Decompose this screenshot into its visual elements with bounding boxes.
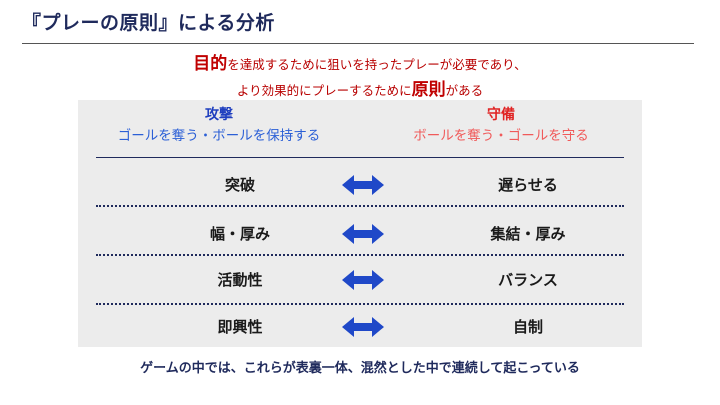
attack-subheading: ゴールを奪う・ボールを保持する <box>117 128 321 144</box>
attack-principle: 幅・厚み <box>209 225 270 243</box>
double-headed-arrow-icon <box>342 224 384 244</box>
attack-principle: 突破 <box>224 176 255 194</box>
table-row: 活動性 バランス <box>78 256 642 304</box>
double-headed-arrow-icon <box>342 317 384 337</box>
table-row: 即興性 自制 <box>78 303 642 351</box>
row-divider <box>96 205 624 207</box>
row-divider <box>96 254 624 256</box>
defense-principle: バランス <box>498 271 558 289</box>
attack-principle: 活動性 <box>217 271 263 289</box>
intro-emphasis-purpose: 目的 <box>193 54 228 74</box>
intro-line-1: 目的を達成するために狙いを持ったプレーが必要であり、 <box>0 49 720 74</box>
page-title: 『プレーの原則』による分析 <box>22 12 275 34</box>
defense-principle: 集結・厚み <box>490 225 566 243</box>
row-divider <box>96 303 624 305</box>
attack-principle: 即興性 <box>217 318 263 336</box>
table-row: 幅・厚み 集結・厚み <box>78 210 642 258</box>
intro-line-1-text: を達成するために狙いを持ったプレーが必要であり、 <box>227 57 527 72</box>
intro-emphasis-principles: 原則 <box>411 80 446 100</box>
footer-note: ゲームの中では、これらが表裏一体、混然とした中で連続して起こっている <box>140 361 580 376</box>
table-row: 突破 遅らせる <box>78 161 642 209</box>
defense-column-header: 守備 ボールを奪う・ゴールを守る <box>360 106 642 145</box>
double-headed-arrow-icon <box>342 175 384 195</box>
intro-line-2-prefix: より効果的にプレーするために <box>236 83 412 98</box>
defense-subheading: ボールを奪う・ゴールを守る <box>413 128 589 144</box>
intro-line-2-suffix: がある <box>445 83 484 98</box>
title-divider <box>22 43 694 44</box>
defense-principle: 自制 <box>512 318 543 336</box>
header-divider <box>96 157 624 158</box>
attack-heading: 攻撃 <box>205 107 233 123</box>
principles-table: 攻撃 ゴールを奪う・ボールを保持する 守備 ボールを奪う・ゴールを守る 突破 遅… <box>78 100 642 347</box>
double-headed-arrow-icon <box>342 270 384 290</box>
intro-line-2: より効果的にプレーするために原則がある <box>0 75 720 100</box>
attack-column-header: 攻撃 ゴールを奪う・ボールを保持する <box>78 106 360 145</box>
defense-heading: 守備 <box>487 107 515 123</box>
defense-principle: 遅らせる <box>498 176 558 194</box>
